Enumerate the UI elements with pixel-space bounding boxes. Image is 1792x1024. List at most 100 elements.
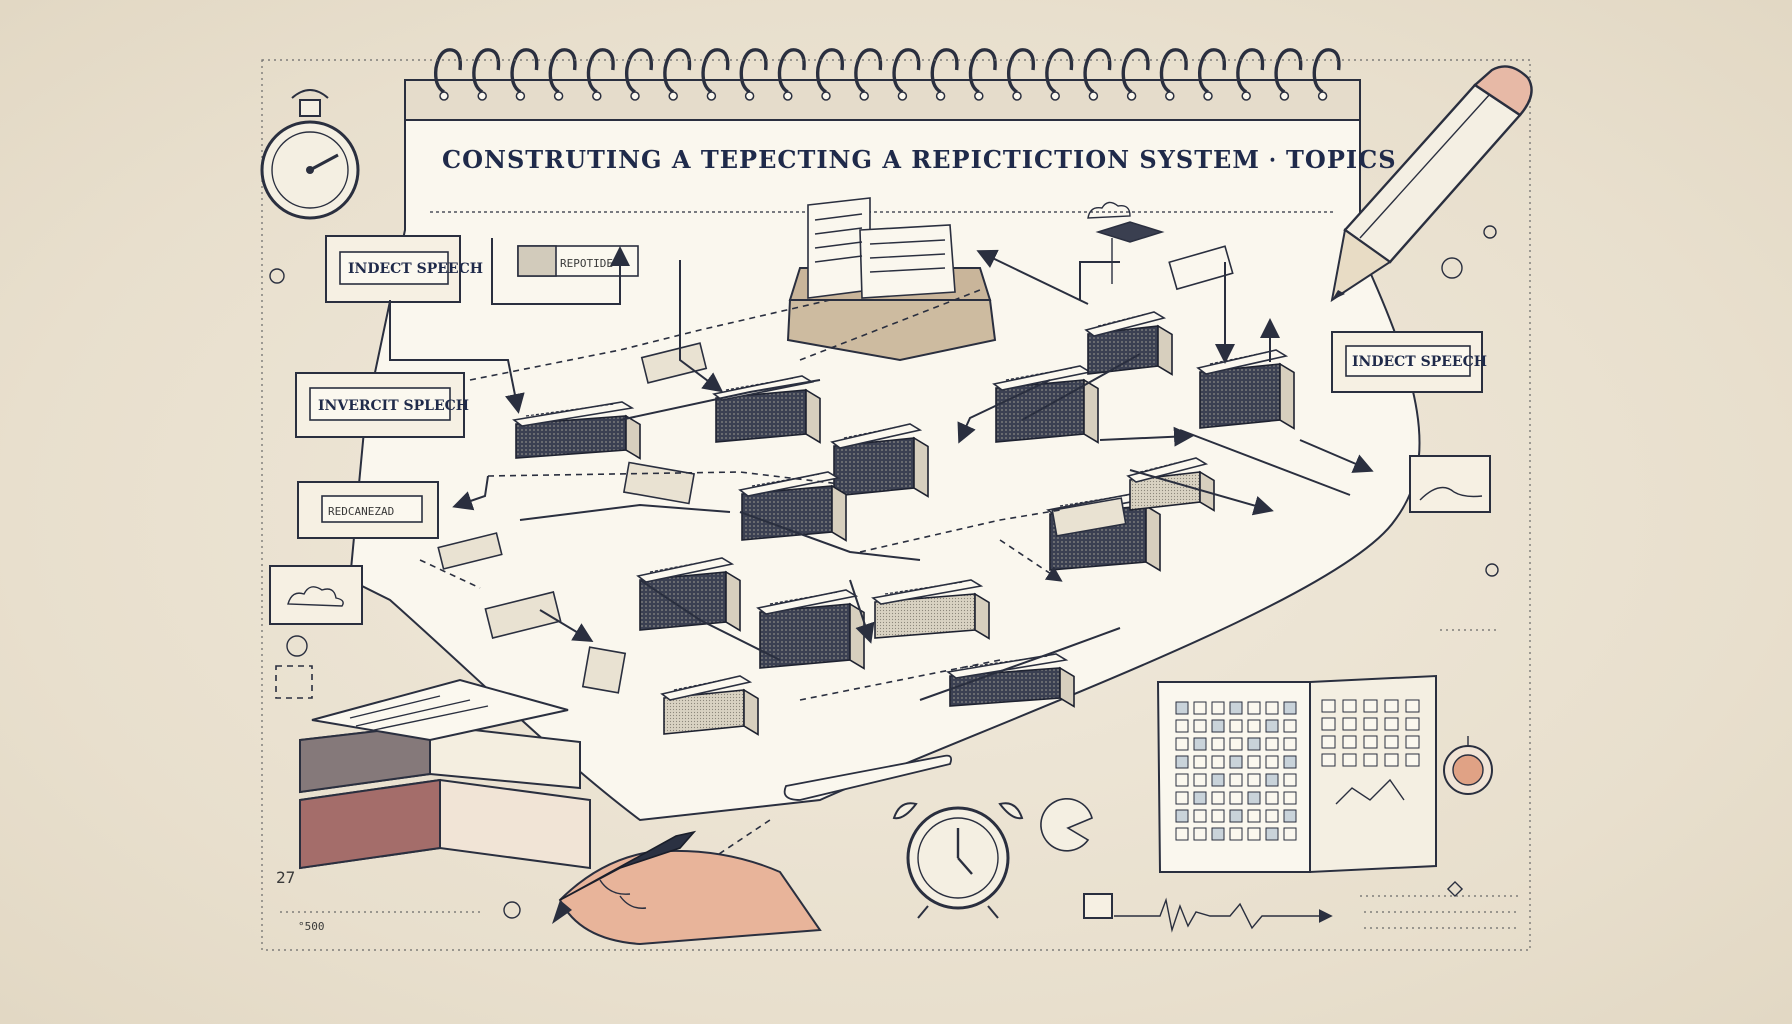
spiral-ring xyxy=(510,48,539,101)
small-circle-icon xyxy=(1483,225,1497,239)
grid-cell xyxy=(1321,717,1336,731)
module-block xyxy=(1196,349,1295,430)
spiral-ring xyxy=(1197,48,1227,101)
grid-cell xyxy=(1193,701,1207,715)
spiral-ring xyxy=(815,48,845,101)
grid-cell xyxy=(1342,735,1357,749)
book-stack-icon xyxy=(299,678,591,870)
small-dashed-box xyxy=(275,665,313,699)
grid-cell xyxy=(1247,719,1261,733)
graduation-cap-icon xyxy=(1095,221,1165,284)
grid-cell xyxy=(1363,753,1378,767)
left-box-mid: INVERCIT SPLECH xyxy=(295,372,469,438)
grid-cell xyxy=(1384,753,1399,767)
spiral-ring xyxy=(1274,48,1303,101)
spiral-ring xyxy=(1006,48,1036,101)
grid-cell xyxy=(1363,699,1378,713)
grid-cell xyxy=(1175,773,1189,787)
small-tag xyxy=(484,591,562,639)
connectors xyxy=(389,238,1374,861)
waveform xyxy=(1114,897,1333,933)
grid-cell xyxy=(1384,735,1399,749)
grid-cell xyxy=(1247,701,1261,715)
module-block xyxy=(756,589,865,670)
alarm-clock-icon xyxy=(892,802,1024,919)
badge-icon xyxy=(1443,736,1493,795)
module-block xyxy=(738,471,847,542)
spiral-ring xyxy=(1236,48,1265,101)
spiral-ring xyxy=(701,48,730,101)
grid-cell xyxy=(1384,699,1399,713)
grid-cell xyxy=(1283,791,1297,805)
pie-icon xyxy=(1040,798,1093,852)
chart-thumbnail-line xyxy=(1419,486,1483,501)
spiral-ring xyxy=(1045,48,1074,101)
grid-cell xyxy=(1247,827,1261,841)
module-block xyxy=(830,423,929,498)
spiral-ring xyxy=(586,48,615,101)
spiral-ring xyxy=(777,48,806,101)
grid-cell xyxy=(1193,791,1207,805)
grid-cell xyxy=(1405,699,1420,713)
grid-cell xyxy=(1229,737,1243,751)
grid-cell xyxy=(1229,827,1243,841)
grid-cell xyxy=(1363,717,1378,731)
grid-cell xyxy=(1229,773,1243,787)
cloud-picture-icon xyxy=(269,565,363,625)
outer-dotted-frame xyxy=(261,59,1531,951)
grid-cell xyxy=(1265,719,1279,733)
grid-cell xyxy=(1342,699,1357,713)
small-circle-icon xyxy=(503,901,521,919)
grid-cell xyxy=(1175,719,1189,733)
module-block xyxy=(871,579,990,640)
module-block xyxy=(636,557,741,632)
grid-cell xyxy=(1247,809,1261,823)
grid-cell xyxy=(1175,755,1189,769)
spiral-ring xyxy=(663,48,692,101)
spiral-ring xyxy=(548,48,577,101)
corner-number: 27 xyxy=(276,868,295,887)
grid-cell xyxy=(1265,755,1279,769)
small-square xyxy=(1083,893,1113,919)
spiral-ring xyxy=(1083,48,1112,101)
left-box-top: INDECT SPEECH xyxy=(325,235,483,303)
grid-cell xyxy=(1265,737,1279,751)
grid-cell xyxy=(1321,735,1336,749)
grid-cell xyxy=(1405,735,1420,749)
small-tag xyxy=(1051,497,1127,537)
spiral-ring xyxy=(930,48,959,101)
spiral-ring xyxy=(739,48,768,101)
spiral-ring xyxy=(624,48,654,101)
spiral-ring xyxy=(1121,48,1150,101)
grid-cell xyxy=(1247,755,1261,769)
grid-cell xyxy=(1265,809,1279,823)
grid-cell xyxy=(1211,755,1225,769)
corner-number: °500 xyxy=(298,920,325,933)
spiral-ring xyxy=(433,48,463,101)
module-block xyxy=(1084,311,1173,376)
grid-cell xyxy=(1193,755,1207,769)
module-block xyxy=(946,653,1075,708)
grid-cell xyxy=(1247,773,1261,787)
diamond-icon xyxy=(1446,880,1464,898)
grid-cell xyxy=(1193,773,1207,787)
small-tag xyxy=(640,342,708,384)
grid-cell xyxy=(1265,827,1279,841)
grid-cell xyxy=(1211,809,1225,823)
grid-cell xyxy=(1321,753,1336,767)
hand-pen-icon xyxy=(552,830,822,946)
bottom-arrow-plate xyxy=(783,754,953,801)
grid-cell xyxy=(1342,753,1357,767)
pencil-icon xyxy=(1330,65,1533,303)
spiral-ring xyxy=(892,48,921,101)
grid-cell xyxy=(1265,791,1279,805)
grid-cell xyxy=(1211,791,1225,805)
left-box-low: REDCANEZAD xyxy=(297,481,439,539)
grid-cell xyxy=(1321,699,1336,713)
module-block xyxy=(660,675,759,736)
grid-cell xyxy=(1283,809,1297,823)
open-book-icon xyxy=(1156,674,1437,874)
grid-cell xyxy=(1283,737,1297,751)
spiral-ring xyxy=(1159,48,1188,101)
